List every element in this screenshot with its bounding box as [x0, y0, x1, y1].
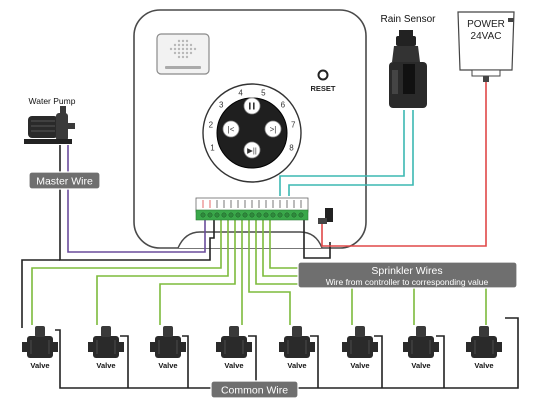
valve-label: Valve [96, 361, 115, 370]
sprinkler-wires-sublabel: Wire from controller to corresponding va… [326, 277, 489, 287]
valve-label: Valve [287, 361, 306, 370]
sprinkler-wires-tag: Sprinkler Wires Wire from controller to … [297, 261, 518, 289]
sprinkler-wires-label: Sprinkler Wires [371, 265, 442, 277]
controller: RESET |< >| ▶|| 1 2 3 4 5 6 7 8 [133, 9, 367, 249]
controller-logo [156, 33, 210, 75]
dial-number: 2 [209, 121, 214, 130]
dial-number: 5 [261, 89, 266, 98]
valve-label: Valve [30, 361, 49, 370]
terminal-block [195, 197, 333, 224]
dial-number: 8 [289, 143, 294, 152]
terminal-screw [242, 212, 248, 218]
svg-text:▶||: ▶|| [247, 146, 257, 155]
valve-3: Valve [150, 326, 186, 370]
svg-text:>|: >| [270, 125, 277, 134]
water-pump-label: Water Pump [29, 96, 76, 106]
svg-text:|<: |< [228, 125, 235, 134]
power-wire [321, 80, 487, 247]
dial-number: 1 [210, 143, 215, 152]
terminal-screw [256, 212, 262, 218]
terminal-screw [249, 212, 255, 218]
master-wire-label: Master Wire [36, 176, 93, 188]
valve-label: Valve [158, 361, 177, 370]
valve-8: Valve [466, 326, 502, 370]
master-wire-tag: Master Wire [28, 171, 101, 190]
valve-2: Valve [88, 326, 124, 370]
dial-play-button[interactable]: >| [264, 120, 282, 138]
dial-number: 6 [281, 100, 286, 109]
dial-stop-button[interactable]: ▶|| [243, 141, 261, 159]
terminal-screw [270, 212, 276, 218]
terminal-screw [200, 212, 206, 218]
rain-sensor: Rain Sensor [380, 14, 436, 108]
terminal-screw [263, 212, 269, 218]
reset-button[interactable] [317, 69, 329, 81]
terminal-screw [221, 212, 227, 218]
dial-number: 3 [219, 100, 224, 109]
terminal-screw [214, 212, 220, 218]
valve-label: Valve [350, 361, 369, 370]
power-adapter: POWER 24VAC [457, 11, 515, 82]
reset-label: RESET [310, 84, 335, 93]
valve-label: Valve [224, 361, 243, 370]
water-pump: Water Pump [24, 96, 76, 144]
valve-6: Valve [342, 326, 378, 370]
valve-5: Valve [279, 326, 315, 370]
terminal-screw [235, 212, 241, 218]
valve-1: Valve [22, 326, 58, 370]
zone-dial[interactable]: |< >| ▶|| 1 2 3 4 5 6 7 8 [202, 83, 302, 183]
valve-7: Valve [403, 326, 439, 370]
terminal-screw [228, 212, 234, 218]
valve-row: Valve Valve Valve Valve Valve Valve Valve Valve [22, 326, 502, 370]
terminal-screw [291, 212, 297, 218]
common-wire-label: Common Wire [221, 385, 288, 397]
common-wire-tag: Common Wire [210, 380, 299, 399]
power-connector [318, 208, 333, 224]
terminal-screw [298, 212, 304, 218]
sensor-wire [279, 110, 414, 196]
valve-label: Valve [474, 361, 493, 370]
power-label-bottom: 24VAC [471, 31, 502, 42]
dial-number: 4 [238, 89, 243, 98]
rain-sensor-label: Rain Sensor [380, 14, 436, 25]
terminal-screw [284, 212, 290, 218]
dial-number: 7 [291, 121, 296, 130]
power-label-top: POWER [467, 19, 505, 30]
dial-up-button[interactable] [243, 97, 261, 115]
valve-label: Valve [411, 361, 430, 370]
terminal-screw [277, 212, 283, 218]
terminal-screw [207, 212, 213, 218]
valve-4: Valve [216, 326, 252, 370]
dial-back-button[interactable]: |< [222, 120, 240, 138]
dial-number-ring: 1 2 3 4 5 6 7 8 [209, 89, 296, 153]
master-wire [67, 145, 206, 253]
